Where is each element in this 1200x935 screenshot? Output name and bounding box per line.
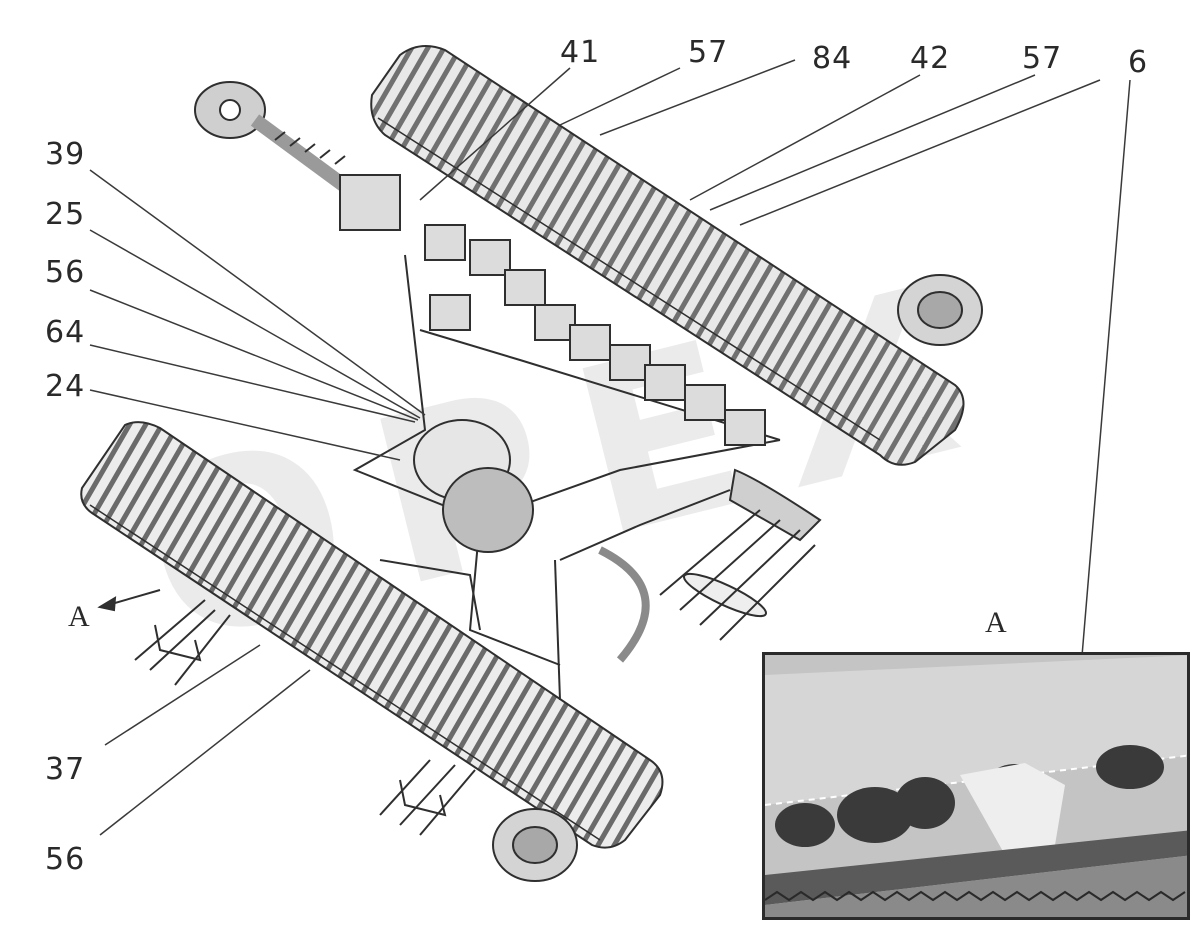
upper-track <box>370 45 965 466</box>
bracket-left <box>134 599 231 686</box>
callout-84: 84 <box>812 41 853 76</box>
spring-strut <box>194 81 401 231</box>
center-gearbox <box>413 419 534 553</box>
callout-39: 39 <box>45 137 86 172</box>
leader-lines <box>89 59 1131 836</box>
drive-sprocket-upper <box>897 274 983 346</box>
view-arrow <box>97 589 161 612</box>
inset-view-label: A <box>985 606 1007 639</box>
callout-41: 41 <box>560 35 601 70</box>
inset-view-a <box>762 652 1190 920</box>
callout-64: 64 <box>45 315 86 350</box>
bogie-row <box>424 224 766 446</box>
bracket-lower <box>379 759 476 836</box>
drive-sprocket-lower <box>492 808 578 882</box>
bolt-set-right <box>659 509 816 641</box>
callout-25: 25 <box>45 197 86 232</box>
callout-56-bottom: 56 <box>45 842 86 877</box>
callout-24: 24 <box>45 369 86 404</box>
oval-plate <box>682 468 822 618</box>
callout-42: 42 <box>910 41 951 76</box>
inset-drawing <box>765 655 1187 917</box>
callout-57-top: 57 <box>688 35 729 70</box>
lower-track <box>80 421 664 849</box>
callout-57-right: 57 <box>1022 41 1063 76</box>
callout-37: 37 <box>45 752 86 787</box>
callout-56-left: 56 <box>45 255 86 290</box>
callout-6: 6 <box>1128 45 1149 80</box>
ring-arc <box>598 546 650 663</box>
view-arrow-label: A <box>68 600 90 633</box>
